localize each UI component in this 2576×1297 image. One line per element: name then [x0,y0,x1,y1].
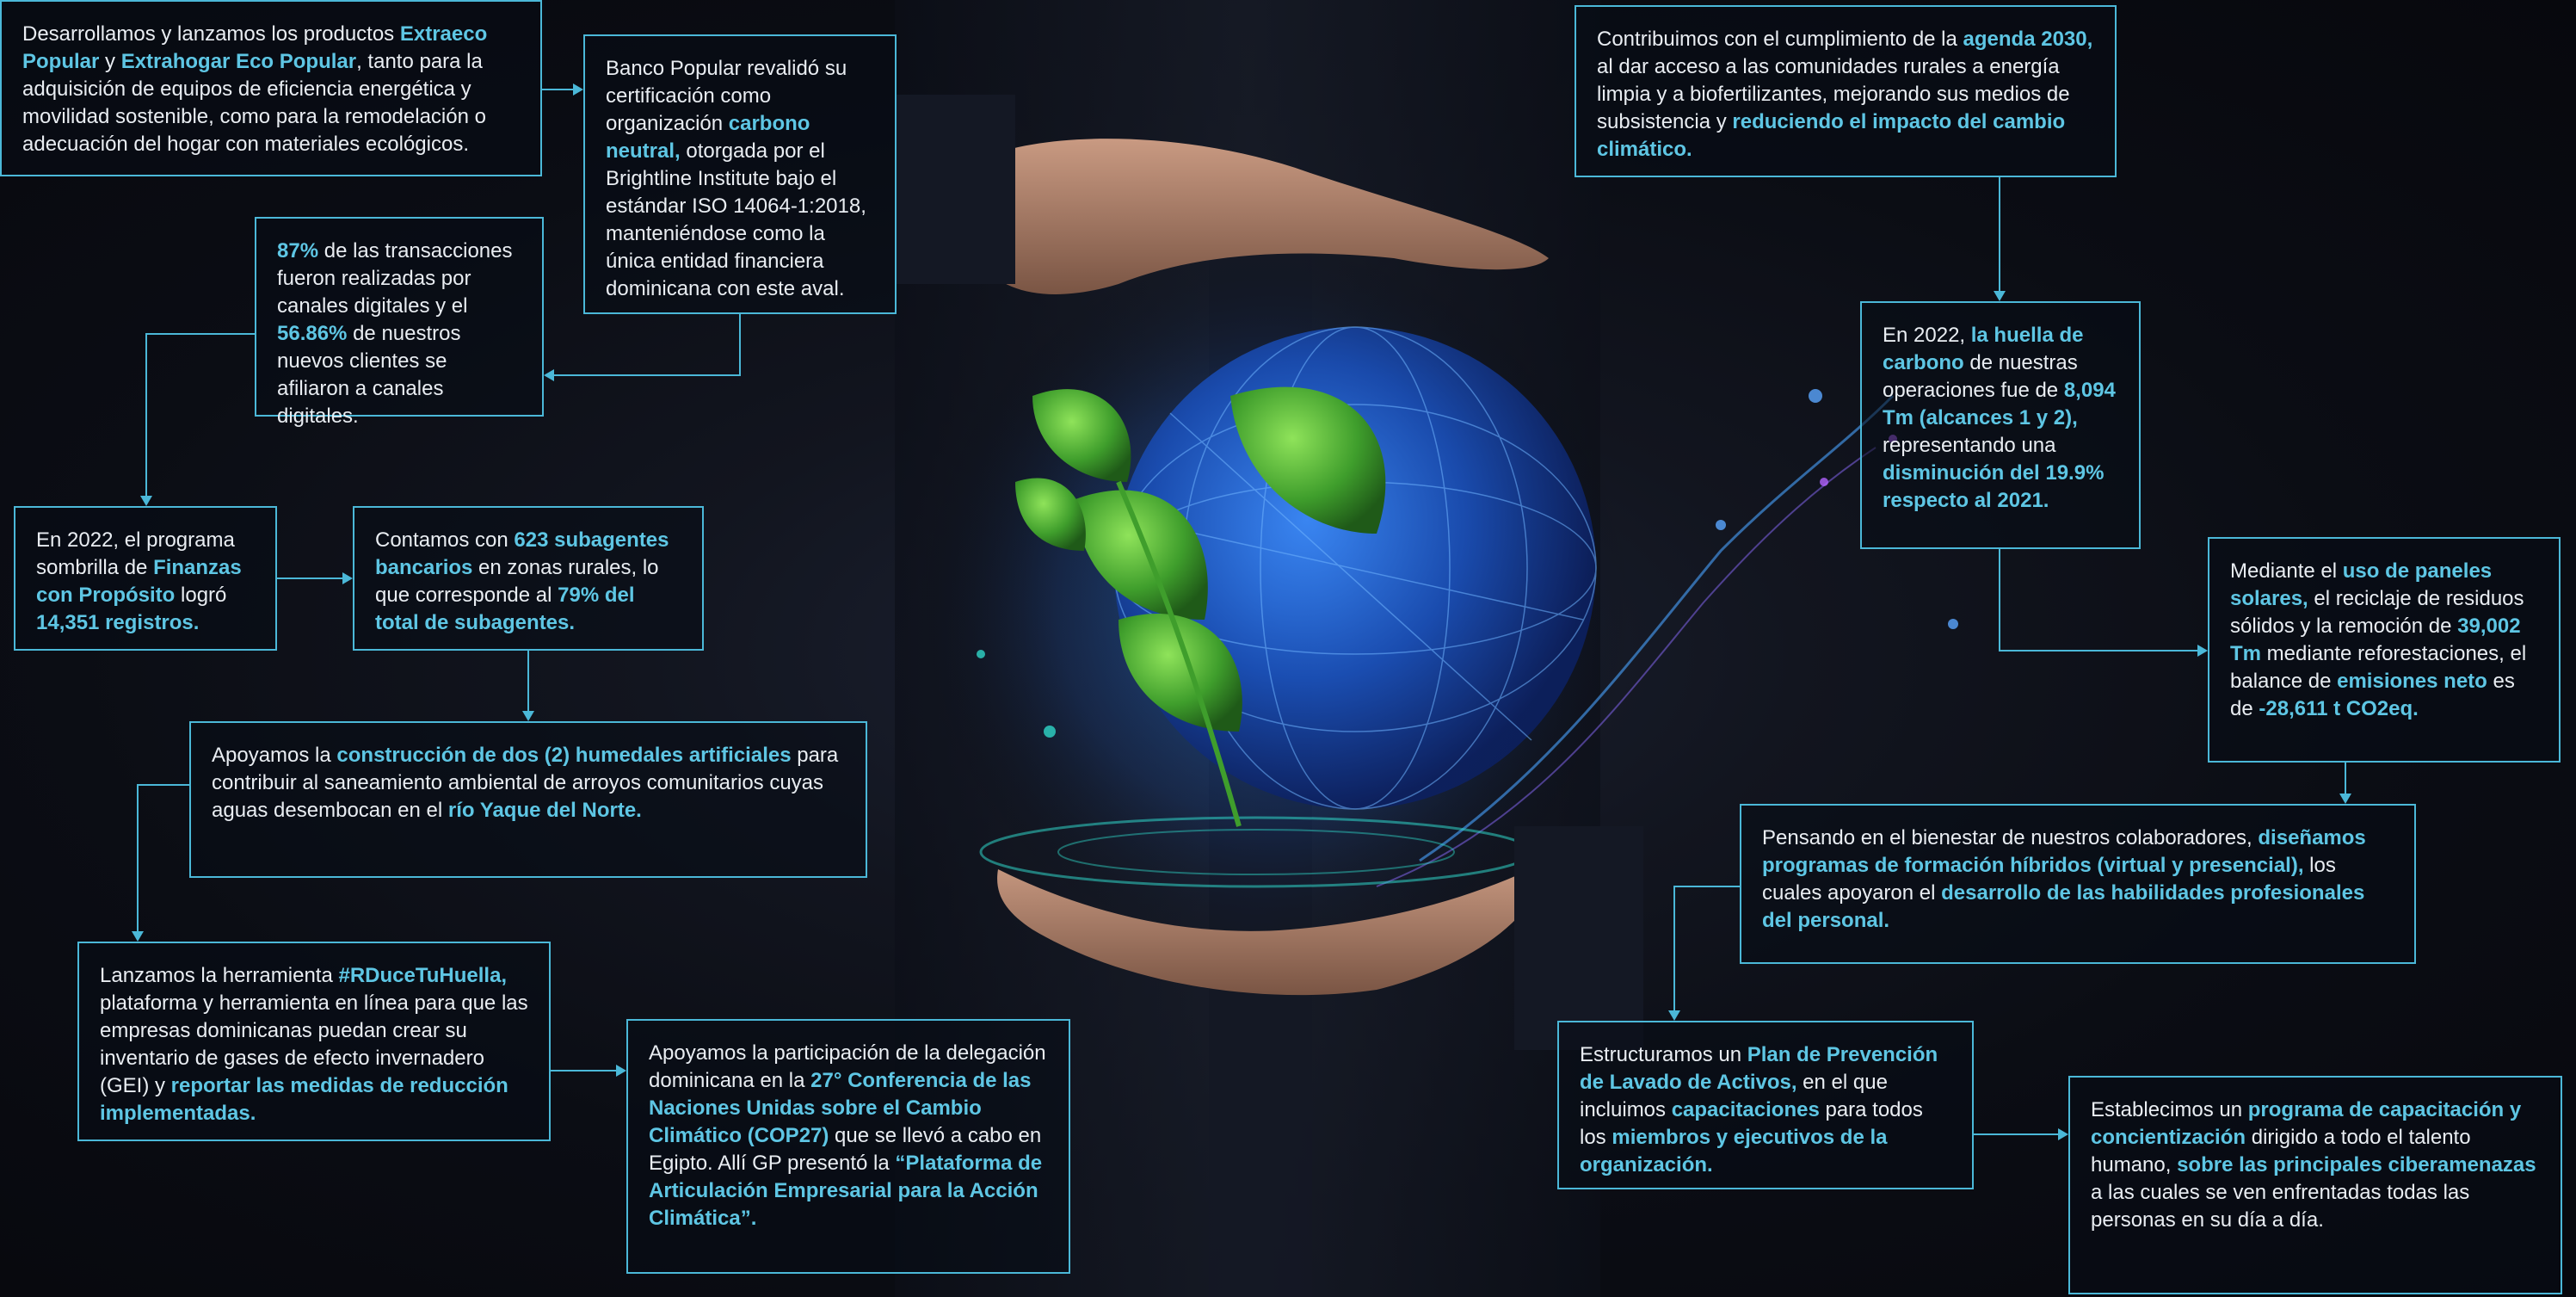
body-text: dirigido a todo el talento humano, [2091,1126,2471,1177]
highlight-text: Finanzas con Propósito [36,556,242,607]
highlight-text: Plan de Prevención de Lavado de Activos, [1580,1043,1938,1094]
particle-wave-2 [1376,447,1877,887]
box-ciberamenazas: Establecimos un programa de capacitación… [2068,1076,2562,1294]
top-hand [972,139,1549,294]
body-text: de las transacciones fueron realizadas p… [277,239,513,318]
box-agenda-2030: Contribuimos con el cumplimiento de la a… [1575,5,2117,177]
mesh-floor-inner [1057,829,1455,875]
box-productos-extraeco: Desarrollamos y lanzamos los productos E… [0,0,542,176]
highlight-text: emisiones neto [2337,670,2487,693]
body-text: Contribuimos con el cumplimiento de la [1597,28,1963,51]
box-cop27: Apoyamos la participación de la delegaci… [626,1019,1070,1274]
leaf-1 [1230,386,1386,534]
body-text: plataforma y herramienta en línea para q… [100,991,528,1097]
highlight-text: 87% [277,239,319,262]
highlight-text: sobre las principales ciberamenazas [2177,1153,2536,1177]
body-text: Establecimos un [2091,1098,2248,1121]
body-text: que se llevó a cabo en Egipto. Allí GP p… [649,1124,1042,1175]
leaf-5 [1015,478,1086,551]
highlight-text: 39,002 Tm [2230,615,2521,665]
highlight-text: desarrollo de las habilidades profesiona… [1762,881,2365,932]
body-text: otorgada por el Brightline Institute baj… [606,139,866,300]
highlight-text: diseñamos programas de formación híbrido… [1762,826,2366,877]
leaf-3 [1075,490,1208,620]
highlight-text: reduciendo el impacto del cambio climáti… [1597,110,2066,161]
highlight-text: 14,351 registros. [36,611,200,634]
body-text: de nuestras operaciones fue de [1883,351,2078,402]
highlight-text: uso de paneles solares, [2230,559,2493,610]
highlight-text: Extraeco Popular [22,22,488,73]
body-text: Mediante el [2230,559,2343,583]
leaf-2 [1032,389,1131,482]
box-subagentes: Contamos con 623 subagentes bancarios en… [353,506,704,651]
body-text: Estructuramos un [1580,1043,1747,1066]
box-paneles-solares: Mediante el uso de paneles solares, el r… [2208,537,2561,763]
body-text: Apoyamos la [212,744,337,767]
highlight-text: disminución del 19.9% respecto al 2021. [1883,461,2105,512]
body-text: En 2022, el programa sombrilla de [36,528,235,579]
body-text: en el que incluimos [1580,1071,1888,1121]
highlight-text: capacitaciones [1671,1098,1820,1121]
body-text: Apoyamos la participación de la delegaci… [649,1041,1046,1092]
body-text: Banco Popular revalidó su certificación … [606,57,847,135]
box-formacion-hibridos: Pensando en el bienestar de nuestros col… [1740,804,2416,964]
body-text: logró [175,584,227,607]
body-text: representando una [1883,434,2056,457]
highlight-text: 79% del total de subagentes. [375,584,635,634]
highlight-text: -28,611 t CO2eq. [2259,697,2419,720]
highlight-text: carbono neutral, [606,112,810,163]
bottom-sleeve [1514,826,1643,1050]
body-text: de nuestros nuevos clientes se afiliaron… [277,322,461,428]
body-text: para contribuir al saneamiento ambiental… [212,744,839,822]
body-text: mediante reforestaciones, el balance de [2230,642,2527,693]
box-finanzas-proposito: En 2022, el programa sombrilla de Finanz… [14,506,277,651]
body-text: Contamos con [375,528,515,552]
body-text: Pensando en el bienestar de nuestros col… [1762,826,2259,849]
highlight-text: la huella de carbono [1883,324,2084,374]
leaf-4 [1119,613,1242,732]
highlight-text: río Yaque del Norte. [447,799,642,822]
highlight-text: reportar las medidas de reducción implem… [100,1074,508,1125]
highlight-text: agenda 2030, [1963,28,2093,51]
body-text: para todos los [1580,1098,1923,1149]
body-text: los cuales apoyaron el [1762,854,2336,905]
box-rducetuhuella: Lanzamos la herramienta #RDuceTuHuella, … [77,942,551,1141]
leaf-stem [1116,480,1242,827]
body-text: el reciclaje de residuos sólidos y la re… [2230,587,2524,638]
box-huella-carbono: En 2022, la huella de carbono de nuestra… [1860,301,2141,549]
bottom-hand [997,861,1549,996]
box-lavado-activos: Estructuramos un Plan de Prevención de L… [1557,1021,1974,1189]
body-text: En 2022, [1883,324,1971,347]
body-text: y [99,50,121,73]
highlight-text: miembros y ejecutivos de la organización… [1580,1126,1888,1177]
body-text: Desarrollamos y lanzamos los productos [22,22,400,46]
highlight-text: 56.86% [277,322,348,345]
highlight-text: 27° Conferencia de las Naciones Unidas s… [649,1069,1032,1147]
highlight-text: construcción de dos (2) humedales artifi… [336,744,792,767]
highlight-text: Extrahogar Eco Popular [120,50,357,73]
particle-wave [1419,394,1895,862]
box-canales-digitales: 87% de las transacciones fueron realizad… [255,217,544,428]
highlight-text: programa de capacitación y concientizaci… [2091,1098,2522,1149]
top-sleeve [895,95,1015,284]
box-carbono-neutral: Banco Popular revalidó su certificación … [583,34,897,314]
connector-lines [132,83,2351,1140]
body-text: Lanzamos la herramienta [100,964,339,987]
body-text: a las cuales se ven enfrentadas todas la… [2091,1181,2470,1232]
body-text: en zonas rurales, lo que corresponde al [375,556,659,607]
highlight-text: 8,094 Tm (alcances 1 y 2), [1883,379,2116,429]
highlight-text: 623 subagentes bancarios [375,528,669,579]
body-text: al dar acceso a las comunidades rurales … [1597,55,2070,133]
highlight-text: #RDuceTuHuella, [338,964,508,987]
highlight-text: “Plataforma de Articulación Empresarial … [649,1152,1043,1230]
body-text: es de [2230,670,2515,720]
box-humedales: Apoyamos la construcción de dos (2) hume… [189,721,867,878]
leaves-group [1015,386,1386,827]
body-text: , tanto para la adquisición de equipos d… [22,50,486,156]
